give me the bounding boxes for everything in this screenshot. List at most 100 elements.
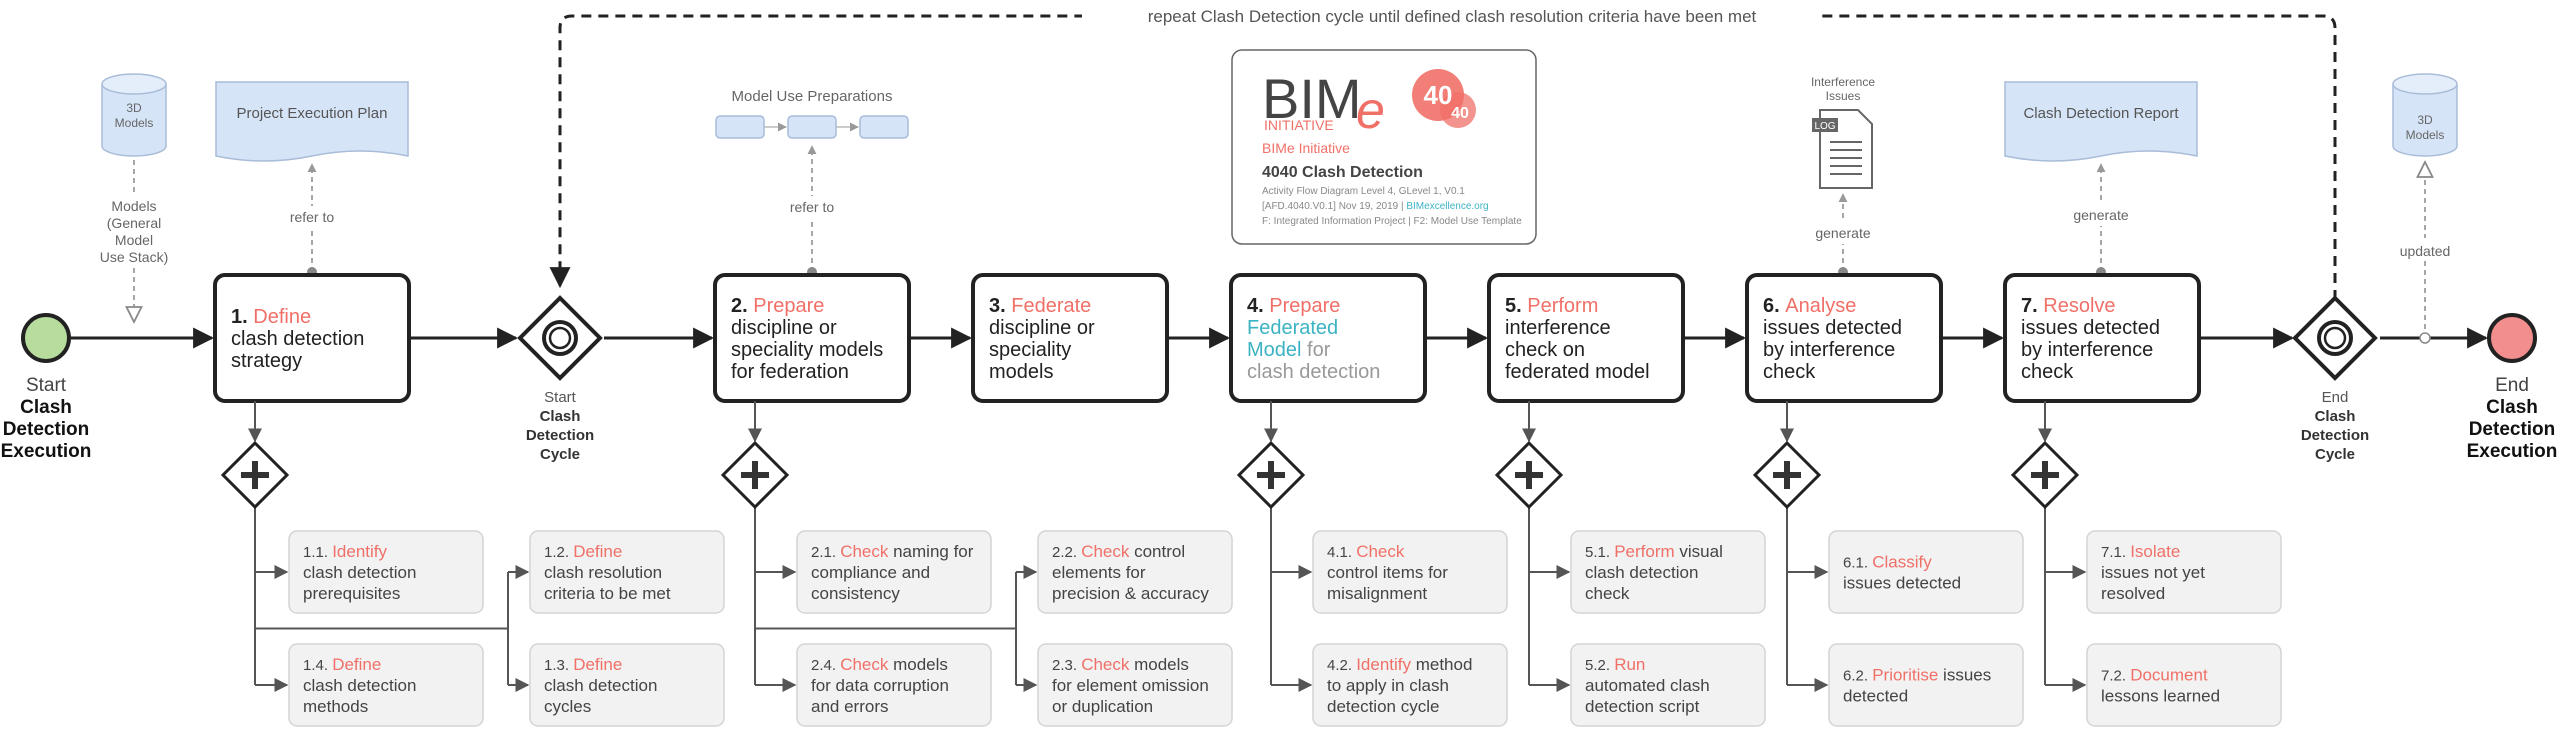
subtask-text: clash detection bbox=[303, 563, 416, 582]
log-badge: LOG bbox=[1814, 121, 1835, 132]
subtask-box[interactable] bbox=[1037, 643, 1233, 727]
association-label: (General bbox=[107, 215, 161, 231]
task-box[interactable] bbox=[213, 273, 411, 403]
plus-icon bbox=[241, 461, 269, 489]
subtask-box[interactable] bbox=[1312, 530, 1508, 614]
task-box[interactable] bbox=[1229, 273, 1427, 403]
subprocess-gateway bbox=[720, 440, 790, 510]
subtask-title: 1.1. Identify bbox=[303, 542, 387, 561]
subtask-box[interactable] bbox=[1828, 643, 2024, 727]
plus-icon bbox=[1257, 461, 1285, 489]
logo-subtitle: BIMe Initiative bbox=[1262, 140, 1350, 156]
task-text: check bbox=[2021, 361, 2074, 383]
interference-issues-log: Interference Issues LOG generate bbox=[1805, 75, 1881, 277]
subtask-text: precision & accuracy bbox=[1052, 584, 1209, 603]
subtask-title: 2.1. Check naming for bbox=[811, 542, 974, 561]
logo-title: 4040 Clash Detection bbox=[1262, 164, 1423, 181]
task-title: 1. Define bbox=[231, 306, 311, 328]
subtask-box[interactable] bbox=[1037, 530, 1233, 614]
association-label: Models bbox=[111, 198, 156, 214]
subtask-text: clash detection bbox=[1585, 563, 1698, 582]
task-box[interactable] bbox=[1487, 273, 1685, 403]
subtask-box[interactable] bbox=[1570, 643, 1766, 727]
datastore-label: 3D bbox=[2417, 113, 2433, 127]
plus-icon bbox=[1515, 461, 1543, 489]
subtask-title: 7.1. Isolate bbox=[2101, 542, 2180, 561]
task-box[interactable] bbox=[971, 273, 1169, 403]
end-event-label: Detection bbox=[2469, 419, 2556, 440]
subtask-box[interactable] bbox=[796, 530, 992, 614]
subtask-title: 2.4. Check models bbox=[811, 655, 948, 674]
start-event-label: Execution bbox=[1, 441, 92, 462]
task-text: issues detected bbox=[1763, 317, 1902, 339]
subtask-title: 1.4. Define bbox=[303, 655, 381, 674]
subtask-text: and errors bbox=[811, 697, 888, 716]
subtask-box[interactable] bbox=[288, 530, 484, 614]
task-text: discipline or bbox=[989, 317, 1095, 339]
subtask-title: 1.2. Define bbox=[544, 542, 622, 561]
clash-detection-report-document: Clash Detection Report generate bbox=[2004, 81, 2198, 277]
task-title: 6. Analyse bbox=[1763, 295, 1856, 317]
association-label: refer to bbox=[290, 209, 335, 225]
start-cycle-label: Clash bbox=[540, 408, 581, 425]
end-cycle-label: Cycle bbox=[2315, 446, 2355, 463]
logo-initiative: INITIATIVE bbox=[1264, 117, 1334, 133]
subtask-box[interactable] bbox=[1312, 643, 1508, 727]
subtask-box[interactable] bbox=[2086, 530, 2282, 614]
subtask-box[interactable] bbox=[1828, 530, 2024, 614]
logo-line: Activity Flow Diagram Level 4, GLevel 1,… bbox=[1262, 186, 1465, 197]
task-box[interactable] bbox=[1745, 273, 1943, 403]
task-box[interactable] bbox=[713, 273, 911, 403]
task-text: speciality bbox=[989, 339, 1071, 361]
subtask-box[interactable] bbox=[1570, 530, 1766, 614]
end-cycle-label: Detection bbox=[2301, 427, 2369, 444]
task-text: check on bbox=[1505, 339, 1585, 361]
subprocess-gateway bbox=[1236, 440, 1306, 510]
task-title: 7. Resolve bbox=[2021, 295, 2116, 317]
subtask-box[interactable] bbox=[529, 643, 725, 727]
task-text: Model for bbox=[1247, 339, 1331, 361]
subtask-box[interactable] bbox=[529, 530, 725, 614]
subtask-box[interactable] bbox=[2086, 643, 2282, 727]
subtask-box[interactable] bbox=[288, 643, 484, 727]
subprocess-gateway bbox=[2010, 440, 2080, 510]
subtask-title: 6.1. Classify bbox=[1843, 553, 1932, 572]
logo-line: [AFD.4040.V0.1] Nov 19, 2019 | BIMexcell… bbox=[1262, 201, 1489, 212]
subtask-text: or duplication bbox=[1052, 697, 1153, 716]
document-label: Clash Detection Report bbox=[2023, 105, 2179, 122]
task-text: for federation bbox=[731, 361, 849, 383]
task-title: 4. Prepare bbox=[1247, 295, 1340, 317]
association-label: generate bbox=[2073, 207, 2128, 223]
subtask-text: clash detection bbox=[544, 676, 657, 695]
datastore-label: Models bbox=[115, 116, 154, 130]
end-event-label: Execution bbox=[2467, 441, 2558, 462]
subtask-box[interactable] bbox=[796, 643, 992, 727]
task-text: speciality models bbox=[731, 339, 883, 361]
task-box[interactable] bbox=[2003, 273, 2201, 403]
plus-icon bbox=[741, 461, 769, 489]
